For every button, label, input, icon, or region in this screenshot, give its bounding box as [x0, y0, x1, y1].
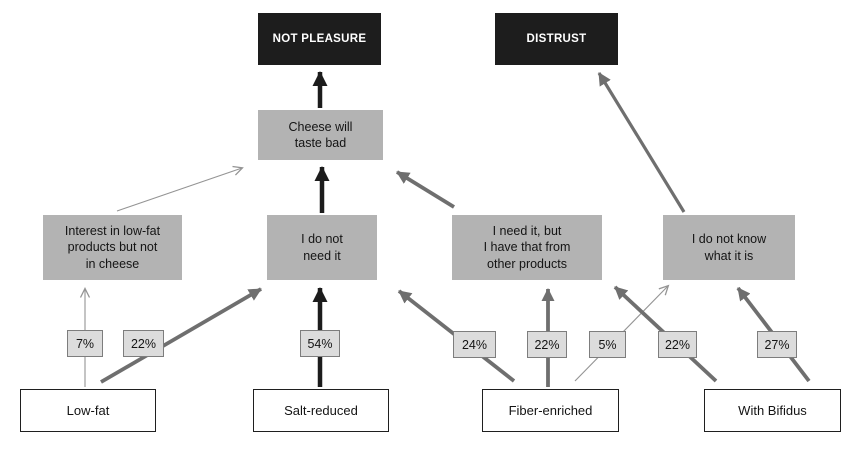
arrow-lowfat-to-do-not-need	[100, 287, 262, 384]
percent-badge-fiber-dontknow: 5%	[589, 331, 626, 358]
percent-badge-fiber-noneed: 24%	[453, 331, 496, 358]
node-fiber-enriched: Fiber-enriched	[482, 389, 619, 432]
percent-badge-lowfat-noneed: 22%	[123, 330, 164, 357]
node-have-from-other-products: I need it, but I have that from other pr…	[452, 215, 602, 280]
percent-badge-bifidus-other: 22%	[658, 331, 697, 358]
node-not-pleasure: NOT PLEASURE	[258, 13, 381, 65]
arrow-have-from-other-to-cheese-taste-bad	[396, 170, 455, 209]
node-distrust: DISTRUST	[495, 13, 618, 65]
node-interest-in-lowfat: Interest in low-fat products but not in …	[43, 215, 182, 280]
node-i-do-not-need-it: I do not need it	[267, 215, 377, 280]
node-salt-reduced: Salt-reduced	[253, 389, 389, 432]
node-with-bifidus: With Bifidus	[704, 389, 841, 432]
node-cheese-will-taste-bad: Cheese will taste bad	[258, 110, 383, 160]
percent-badge-bifidus-dontknow: 27%	[757, 331, 797, 358]
node-do-not-know-what-it-is: I do not know what it is	[663, 215, 795, 280]
node-low-fat: Low-fat	[20, 389, 156, 432]
percent-badge-fiber-other: 22%	[527, 331, 567, 358]
percent-badge-lowfat-interest: 7%	[67, 330, 103, 357]
arrow-do-not-know-to-distrust	[597, 72, 686, 213]
arrow-interest-to-cheese-taste-bad	[116, 165, 244, 212]
percent-badge-salt-noneed: 54%	[300, 330, 340, 357]
